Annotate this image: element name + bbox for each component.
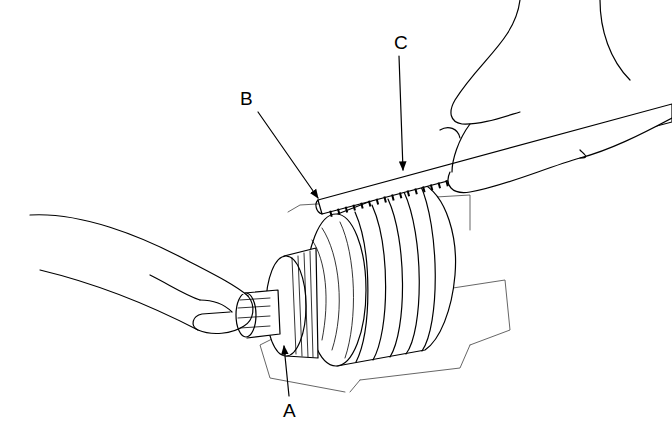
shaft xyxy=(236,290,280,338)
part-label: A xyxy=(281,400,298,421)
leader-lines xyxy=(258,56,403,396)
part-label: B xyxy=(238,88,255,109)
hacksaw-blade xyxy=(316,104,672,214)
right-hand xyxy=(440,0,672,193)
left-hand xyxy=(30,215,253,334)
part-label: C xyxy=(392,32,410,53)
